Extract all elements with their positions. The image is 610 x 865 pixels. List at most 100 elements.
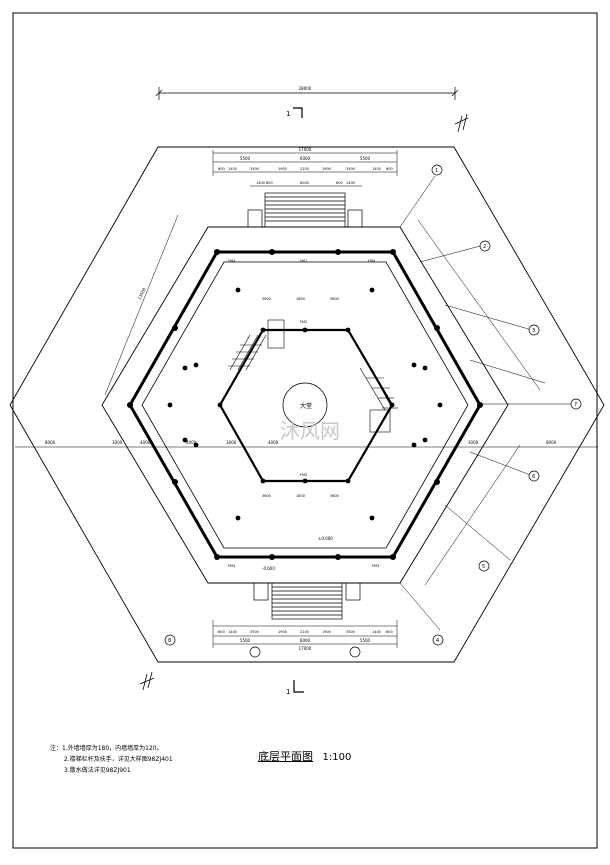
column <box>302 478 308 484</box>
dim-t1-2: 5500 <box>360 156 371 161</box>
dim-t2-7: 1400 <box>372 167 381 171</box>
door-fm4-topr: FM4 <box>368 259 376 263</box>
axis-bubbles <box>164 164 582 658</box>
section-label-bottom: 1 <box>286 688 290 696</box>
dim-t2-5: 1900 <box>322 167 331 171</box>
dim-width-top: 17000 <box>299 147 312 152</box>
watermark: 沐风网 <box>280 419 340 443</box>
top-stair <box>247 192 363 228</box>
dim-m-7: 8000 <box>546 440 557 445</box>
dim-inner-1: 1800 <box>296 297 305 301</box>
dim-inner-b2: 3600 <box>330 494 339 498</box>
elevation-floor: ±0.000 <box>318 536 333 541</box>
dim-t2-0: 600 <box>218 167 225 171</box>
axis-label-2: 2 <box>483 244 486 250</box>
axis-label-8: 8 <box>168 638 171 644</box>
column <box>434 479 440 485</box>
section-label-top: 1 <box>286 110 290 118</box>
column <box>260 478 266 484</box>
sheet-border <box>12 12 598 849</box>
dim-inner-b1: 1800 <box>296 494 305 498</box>
title-text: 底层平面图 <box>258 750 313 763</box>
column <box>422 437 428 443</box>
dim-lines-diagonal <box>104 214 541 586</box>
column <box>193 362 199 368</box>
door-fm2-inner-b: FM2 <box>300 473 307 477</box>
column <box>477 402 483 408</box>
note-2: 2.楼梯栏杆及扶手，详见大样图98ZJ401 <box>64 756 173 763</box>
column <box>369 287 375 293</box>
dim-t3-2: 6000 <box>300 181 309 185</box>
column <box>214 554 220 560</box>
note-1: 注：1.外墙墙厚为180，内墙墙厚为120。 <box>50 745 163 752</box>
dim-m-1: 3000 <box>112 440 123 445</box>
axis-label-1: 1 <box>435 168 438 174</box>
axis-label-5: 5 <box>482 564 485 570</box>
column <box>167 402 173 408</box>
dim-b-1: 1400 <box>228 630 237 634</box>
dim-inner-2: 3600 <box>330 297 339 301</box>
dim-inner-b0: 3600 <box>262 494 271 498</box>
dim-m-4: 3000 <box>226 440 237 445</box>
door-fm2-inner: FM2 <box>300 320 307 324</box>
axis-label-6: 6 <box>532 474 535 480</box>
outer-wall-inner-line <box>141 261 469 549</box>
column <box>335 554 341 560</box>
door-fm4-top: FM4 <box>228 259 236 263</box>
column <box>389 402 395 408</box>
dim-side: 13500 <box>136 286 147 300</box>
column <box>182 365 188 371</box>
notes-block: 注：1.外墙墙厚为180，内墙墙厚为120。 2.楼梯栏杆及扶手，详见大样图98… <box>50 743 173 776</box>
dim-t2-4: 2100 <box>300 167 309 171</box>
column <box>411 362 417 368</box>
dim-b-7: 1400 <box>372 630 381 634</box>
column <box>127 402 133 408</box>
dim-b1-1: 6000 <box>300 638 311 643</box>
dim-m-2: 4000 <box>140 440 151 445</box>
column <box>193 442 199 448</box>
column <box>390 554 396 560</box>
column <box>235 515 241 521</box>
column <box>345 478 351 484</box>
dim-inner-0: 3600 <box>262 297 271 301</box>
outer-hexagon <box>9 146 605 663</box>
column <box>269 249 275 255</box>
dim-t3-1: 600 <box>266 181 273 185</box>
column <box>335 249 341 255</box>
door-fm1-top: FM1 <box>300 259 307 263</box>
bottom-dim-lines <box>212 620 398 648</box>
atrium-circle <box>282 382 328 428</box>
dim-m-6: 3000 <box>468 440 479 445</box>
dim-b-8: 600 <box>386 630 393 634</box>
dim-t2-8: 600 <box>386 167 393 171</box>
dim-b-2: 3500 <box>250 630 259 634</box>
dim-m-5: 4000 <box>268 440 279 445</box>
column <box>411 442 417 448</box>
axis-label-4: 4 <box>436 638 439 644</box>
column <box>390 249 396 255</box>
dim-t3-4: 1400 <box>346 181 355 185</box>
dim-b1-2: 5500 <box>360 638 371 643</box>
axis-label-3: 3 <box>532 328 535 334</box>
dim-t1-0: 5500 <box>240 156 251 161</box>
column-group <box>127 249 483 560</box>
dim-b1-0: 5500 <box>240 638 251 643</box>
column <box>302 327 308 333</box>
column <box>345 327 351 333</box>
column <box>260 327 266 333</box>
dim-t3-3: 600 <box>336 181 343 185</box>
column <box>172 479 178 485</box>
dim-top-overall: 28000 <box>299 86 312 91</box>
column <box>217 402 223 408</box>
door-fm4-bottom: FM4 <box>228 564 236 568</box>
column <box>434 325 440 331</box>
drawing-title: 底层平面图 1:100 <box>258 748 351 764</box>
dim-b-4: 2100 <box>300 630 309 634</box>
elevation-outside: -0.600 <box>262 566 275 571</box>
bottom-stair <box>253 582 361 620</box>
dim-width-bottom: 17000 <box>299 646 312 651</box>
dim-t1-1: 6000 <box>300 156 311 161</box>
dim-t2-2: 3500 <box>250 167 259 171</box>
